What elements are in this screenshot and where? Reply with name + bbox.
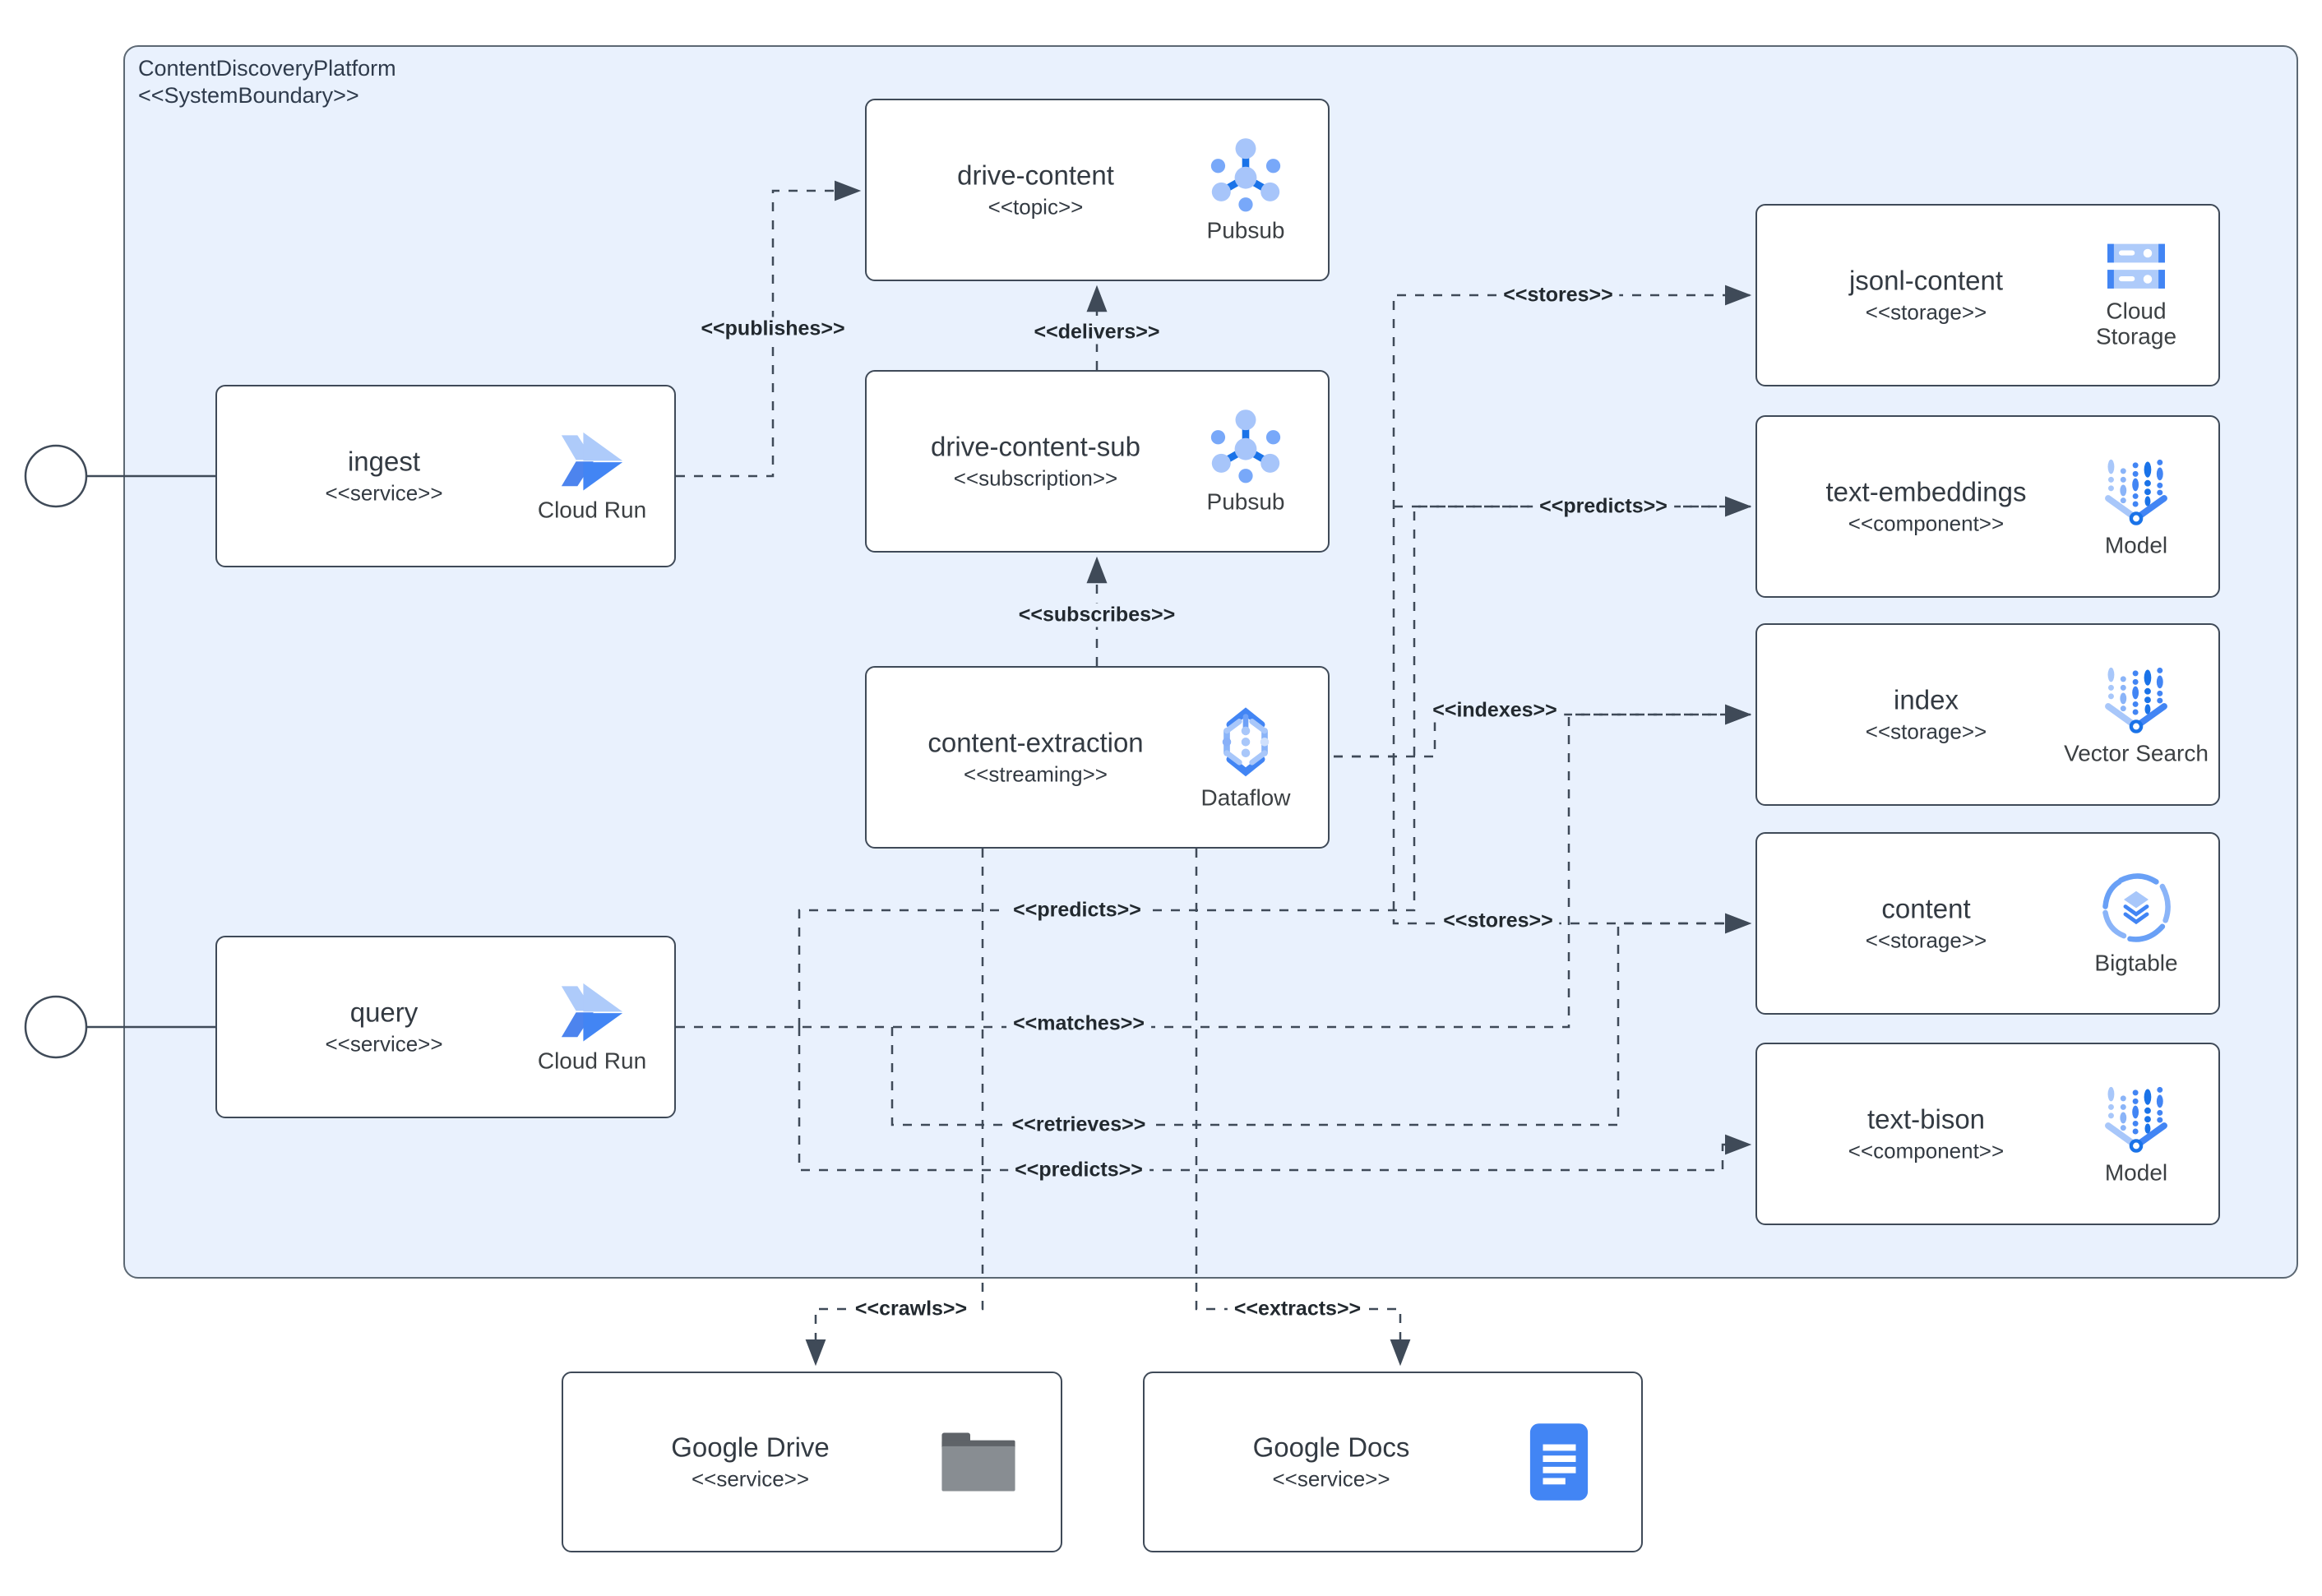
edge-label-publishes: <<publishes>>	[694, 317, 852, 341]
icon-caption: Bigtable	[2094, 950, 2178, 976]
cloud-storage-icon	[2107, 243, 2165, 289]
edge-label-crawls: <<crawls>>	[848, 1297, 974, 1321]
edge-label-stores-content: <<stores>>	[1436, 909, 1560, 933]
icon-caption: Pubsub	[1206, 217, 1285, 243]
google-docs-icon	[1529, 1423, 1589, 1501]
edge-label-delivers: <<delivers>>	[1027, 320, 1167, 345]
icon-caption: Dataflow	[1200, 784, 1291, 811]
node-title: jsonl-content	[1848, 265, 2004, 296]
edge-label-retrieves: <<retrieves>>	[1005, 1113, 1153, 1137]
node-stereotype: <<subscription>>	[953, 465, 1118, 491]
edge-label-indexes: <<indexes>>	[1426, 698, 1564, 723]
vector-search-icon	[2105, 667, 2167, 733]
node-title: text-bison	[1866, 1103, 1986, 1135]
node-google-docs[interactable]: Google Docs <<service>>	[1143, 1372, 1643, 1552]
node-text-bison[interactable]: text-bison <<component>>	[1755, 1043, 2220, 1225]
folder-icon	[941, 1432, 1015, 1492]
node-title: content	[1881, 893, 1971, 924]
node-google-drive[interactable]: Google Drive <<service>>	[562, 1372, 1062, 1552]
edge-label-predicts-bison: <<predicts>>	[1008, 1158, 1149, 1182]
node-title: index	[1894, 684, 1959, 715]
node-ingest[interactable]: ingest <<service>> Cloud Run	[215, 385, 676, 567]
system-boundary-stereotype: <<SystemBoundary>>	[138, 82, 359, 108]
system-boundary-label: ContentDiscoveryPlatform <<SystemBoundar…	[138, 55, 396, 109]
node-stereotype: <<service>>	[325, 480, 443, 506]
node-title: query	[349, 997, 419, 1028]
node-content[interactable]: content <<storage>> Bigtable	[1755, 832, 2220, 1015]
node-title: text-embeddings	[1825, 476, 2027, 507]
node-stereotype: <<storage>>	[1865, 928, 1987, 953]
node-stereotype: <<component>>	[1848, 1138, 2005, 1163]
node-title: drive-content	[957, 160, 1114, 191]
pubsub-icon	[1210, 409, 1281, 483]
node-stereotype: <<streaming>>	[964, 761, 1108, 787]
node-title: Google Drive	[671, 1432, 830, 1463]
icon-caption: Pubsub	[1206, 488, 1285, 515]
node-stereotype: <<service>>	[1272, 1466, 1390, 1492]
node-title: content-extraction	[927, 727, 1144, 758]
edge-label-extracts: <<extracts>>	[1227, 1297, 1368, 1321]
icon-caption: Model	[2104, 1159, 2168, 1186]
model-icon	[2105, 1086, 2167, 1153]
node-drive-content-sub[interactable]: drive-content-sub <<subscription>> Pubsu…	[865, 370, 1330, 553]
edge-retrieves	[890, 913, 1752, 1126]
edge-label-predicts-query: <<predicts>>	[1006, 898, 1148, 923]
edge-label-predicts-embeddings: <<predicts>>	[1533, 494, 1674, 519]
model-icon	[2105, 459, 2167, 525]
cloud-run-icon	[561, 432, 623, 491]
edge-stores-jsonl	[1334, 285, 1752, 758]
edge-predicts-query-embeddings	[798, 496, 1752, 1027]
node-stereotype: <<topic>>	[988, 194, 1084, 220]
node-index[interactable]: index <<storage>>	[1755, 623, 2220, 806]
pubsub-icon	[1210, 138, 1281, 212]
edge-label-matches: <<matches>>	[1006, 1011, 1151, 1036]
node-content-extraction[interactable]: content-extraction <<streaming>> Dataflo…	[865, 666, 1330, 849]
icon-caption: Vector Search	[2064, 740, 2209, 766]
edge-matches	[676, 704, 1752, 1029]
icon-caption: Model	[2104, 532, 2168, 558]
node-drive-content[interactable]: drive-content <<topic>> Pubsub	[865, 99, 1330, 281]
system-boundary-title: ContentDiscoveryPlatform	[138, 56, 396, 81]
node-stereotype: <<storage>>	[1865, 299, 1987, 325]
icon-caption: Cloud Storage	[2095, 298, 2177, 349]
node-text-embeddings[interactable]: text-embeddings <<component>>	[1755, 415, 2220, 598]
port-circle-ingest	[24, 444, 88, 508]
cloud-run-icon	[561, 983, 623, 1042]
edge-extracts	[1195, 849, 1411, 1367]
edge-predicts-bison	[798, 1027, 1752, 1172]
node-stereotype: <<storage>>	[1865, 719, 1987, 744]
icon-caption: Cloud Run	[537, 1048, 647, 1074]
node-title: ingest	[347, 446, 421, 477]
node-jsonl-content[interactable]: jsonl-content <<storage>> Cloud Stor	[1755, 204, 2220, 386]
icon-caption: Cloud Run	[537, 497, 647, 523]
edge-crawls	[805, 849, 984, 1367]
edge-label-subscribes: <<subscribes>>	[1011, 603, 1182, 627]
node-title: drive-content-sub	[931, 431, 1140, 462]
node-query[interactable]: query <<service>> Cloud Run	[215, 936, 676, 1118]
bigtable-icon	[2102, 873, 2171, 942]
node-stereotype: <<service>>	[325, 1031, 443, 1057]
edge-stores-content	[1392, 756, 1752, 934]
port-circle-query	[24, 995, 88, 1059]
dataflow-icon	[1222, 707, 1270, 777]
node-stereotype: <<component>>	[1848, 511, 2005, 536]
edge-label-stores-jsonl: <<stores>>	[1496, 283, 1620, 308]
node-stereotype: <<service>>	[691, 1466, 810, 1492]
node-title: Google Docs	[1252, 1432, 1410, 1463]
